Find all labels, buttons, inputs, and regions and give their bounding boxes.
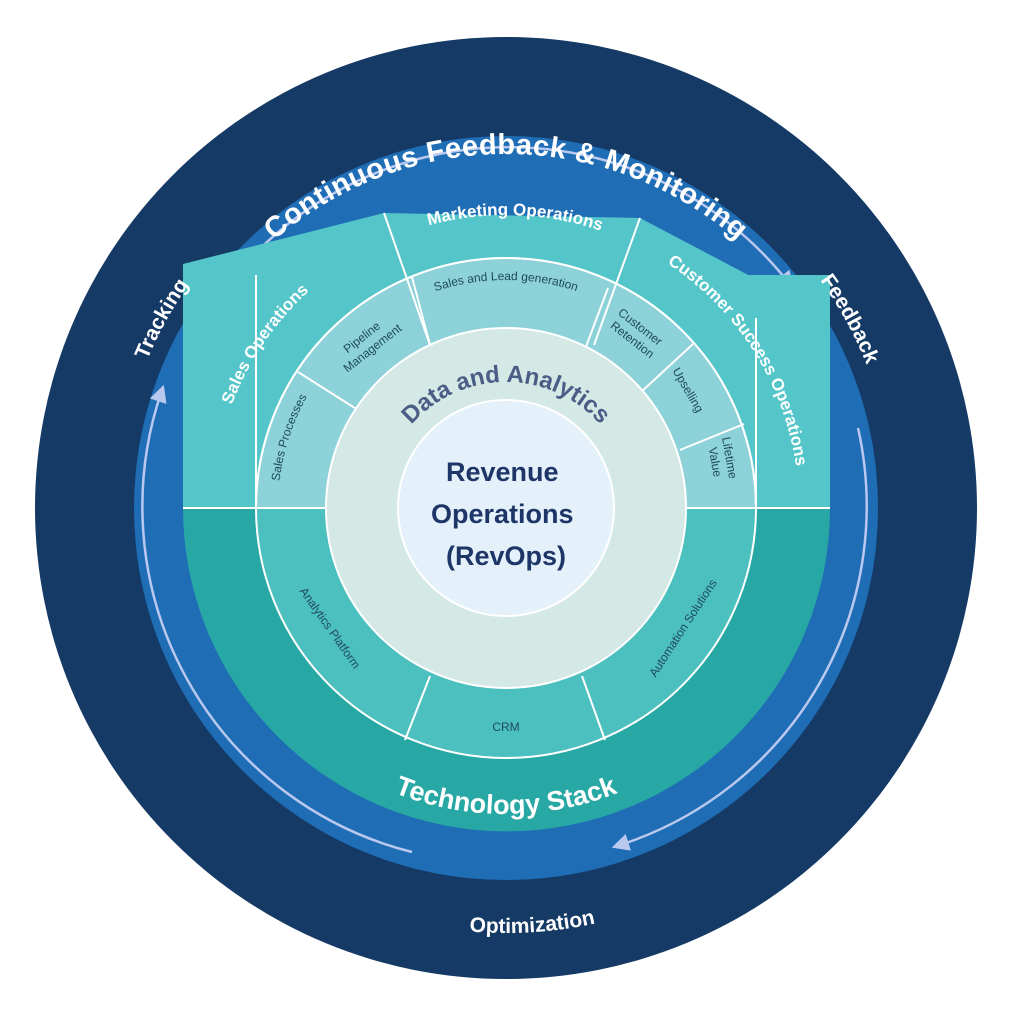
center-line-2: Operations [431,499,574,529]
center-line-1: Revenue [446,457,559,487]
center-title: Revenue Operations (RevOps) [431,457,581,571]
crm-label: CRM [492,720,519,734]
center-circle [397,399,615,617]
dividers [183,212,830,759]
cycle-arrows [141,145,868,854]
arrow-right [611,427,868,851]
arrow-top [239,145,794,289]
lifetime-line-2: Value [706,446,725,478]
center-line-3: (RevOps) [446,541,566,571]
lifetime-value-label: Lifetime Value [704,436,740,486]
arrow-left [141,384,413,854]
